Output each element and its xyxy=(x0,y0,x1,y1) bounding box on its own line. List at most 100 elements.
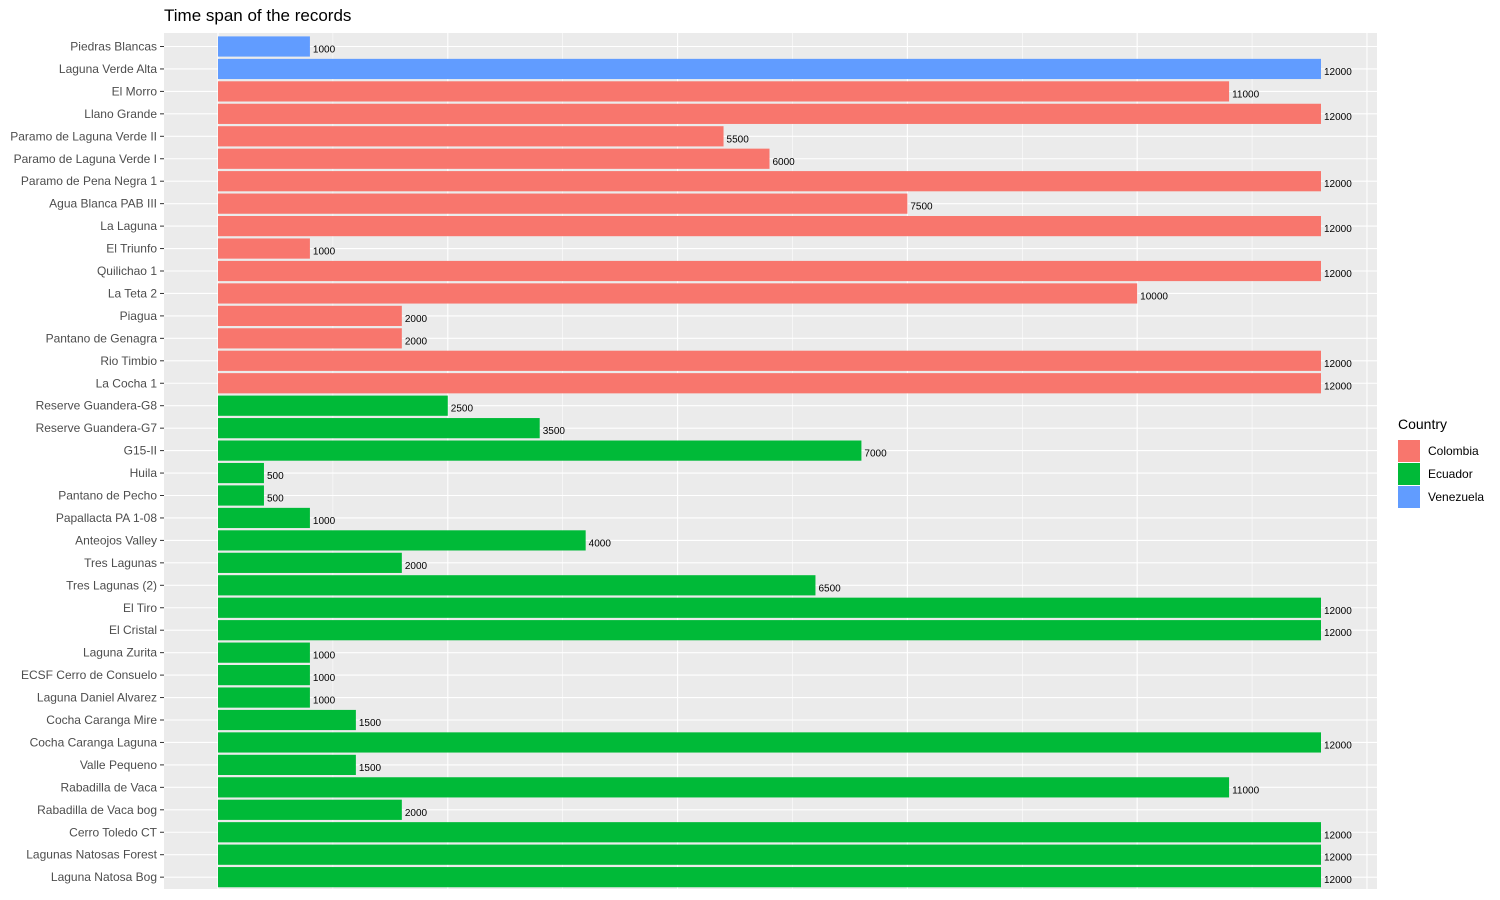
y-tick-label: El Morro xyxy=(112,84,158,98)
y-tick-label: Laguna Daniel Alvarez xyxy=(37,691,157,705)
legend-title: Country xyxy=(1398,416,1448,432)
data-label: 12000 xyxy=(1324,112,1352,123)
y-tick-label: G15-II xyxy=(124,444,157,458)
y-tick-label: La Teta 2 xyxy=(108,286,157,300)
bar xyxy=(218,58,1321,80)
bar xyxy=(218,642,310,663)
legend-label-venezuela: Venezuela xyxy=(1428,489,1485,504)
bar xyxy=(218,103,1321,124)
y-tick-label: Papallacta PA 1-08 xyxy=(56,511,158,525)
data-label: 2500 xyxy=(451,404,474,415)
data-label: 12000 xyxy=(1324,179,1352,190)
legend-key-venezuela xyxy=(1398,485,1420,508)
y-tick-label: Lagunas Natosas Forest xyxy=(26,848,157,862)
bar xyxy=(218,665,310,686)
data-label: 12000 xyxy=(1324,269,1352,280)
bar xyxy=(218,485,264,506)
y-tick-label: Agua Blanca PAB III xyxy=(49,197,157,211)
y-tick-label: Rio Timbio xyxy=(100,354,157,368)
y-tick-label: Reserve Guandera-G7 xyxy=(36,421,158,435)
y-tick-label: Laguna Verde Alta xyxy=(59,62,157,76)
bar xyxy=(218,305,402,326)
legend-key-ecuador xyxy=(1398,462,1420,485)
y-tick-label: Llano Grande xyxy=(84,107,157,121)
y-tick-label: Laguna Zurita xyxy=(83,646,157,660)
bar xyxy=(218,171,1321,192)
bar xyxy=(218,844,1321,865)
y-tick-label: Paramo de Laguna Verde I xyxy=(14,152,157,166)
y-tick-label: Tres Lagunas xyxy=(84,556,157,570)
y-tick-label: Piedras Blancas xyxy=(70,40,157,54)
y-tick-label: El Cristal xyxy=(109,623,157,637)
data-label: 500 xyxy=(267,471,284,482)
bar xyxy=(218,440,862,461)
data-label: 12000 xyxy=(1324,381,1352,392)
y-tick-label: Cocha Caranga Mire xyxy=(46,713,157,727)
bar xyxy=(218,799,402,820)
bar xyxy=(218,709,356,731)
y-tick-label: Pantano de Pecho xyxy=(58,489,157,503)
data-label: 1000 xyxy=(313,45,336,56)
data-label: 1000 xyxy=(313,247,336,258)
bar xyxy=(218,620,1321,641)
data-label: 6000 xyxy=(773,157,796,168)
data-label: 6500 xyxy=(818,583,841,594)
data-label: 12000 xyxy=(1324,224,1352,235)
data-label: 2000 xyxy=(405,314,428,325)
y-tick-label: La Cocha 1 xyxy=(96,376,158,390)
y-tick-label: Laguna Natosa Bog xyxy=(51,870,157,884)
y-tick-label: Quilichao 1 xyxy=(97,264,157,278)
data-label: 1000 xyxy=(313,651,336,662)
y-tick-label: Cerro Toledo CT xyxy=(69,825,157,839)
bar xyxy=(218,822,1321,843)
data-label: 7500 xyxy=(910,202,933,213)
data-label: 2000 xyxy=(405,561,428,572)
bar xyxy=(218,462,264,484)
y-tick-label: El Tiro xyxy=(123,601,157,615)
legend-item-ecuador: Ecuador xyxy=(1398,462,1484,485)
bar xyxy=(218,283,1138,304)
data-label: 11000 xyxy=(1232,785,1260,796)
data-label: 12000 xyxy=(1324,830,1352,841)
y-tick-label: Huila xyxy=(130,466,158,480)
data-label: 12000 xyxy=(1324,875,1352,886)
data-label: 3500 xyxy=(543,426,566,437)
y-tick-label: Piagua xyxy=(120,309,158,323)
bar xyxy=(218,552,402,573)
legend-label-ecuador: Ecuador xyxy=(1428,466,1473,481)
data-label: 2000 xyxy=(405,336,428,347)
y-tick-label: El Triunfo xyxy=(106,242,157,256)
y-tick-label: Cocha Caranga Laguna xyxy=(30,735,158,749)
data-label: 10000 xyxy=(1140,291,1168,302)
y-tick-label: Reserve Guandera-G8 xyxy=(36,399,158,413)
legend-key-colombia xyxy=(1398,439,1420,462)
legend-item-venezuela: Venezuela xyxy=(1398,485,1484,508)
data-label: 12000 xyxy=(1324,853,1352,864)
data-label: 12000 xyxy=(1324,359,1352,370)
y-tick-label: Paramo de Laguna Verde II xyxy=(10,129,157,143)
bar xyxy=(218,36,310,57)
bar xyxy=(218,260,1321,282)
data-label: 12000 xyxy=(1324,628,1352,639)
data-label: 1500 xyxy=(359,718,382,729)
data-label: 1000 xyxy=(313,696,336,707)
data-label: 12000 xyxy=(1324,740,1352,751)
data-label: 4000 xyxy=(589,538,612,549)
bar xyxy=(218,732,1321,753)
y-tick-label: Tres Lagunas (2) xyxy=(66,578,157,592)
bar xyxy=(218,530,586,551)
bar xyxy=(218,575,816,596)
bar xyxy=(218,507,310,529)
data-label: 2000 xyxy=(405,808,428,819)
legend-item-colombia: Colombia xyxy=(1398,439,1484,462)
y-tick-label: Rabadilla de Vaca bog xyxy=(37,803,157,817)
data-label: 7000 xyxy=(864,449,887,460)
bar xyxy=(218,754,356,775)
bar xyxy=(218,777,1230,798)
data-label: 1500 xyxy=(359,763,382,774)
bar xyxy=(218,328,402,349)
bar xyxy=(218,81,1230,102)
bar xyxy=(218,418,540,439)
